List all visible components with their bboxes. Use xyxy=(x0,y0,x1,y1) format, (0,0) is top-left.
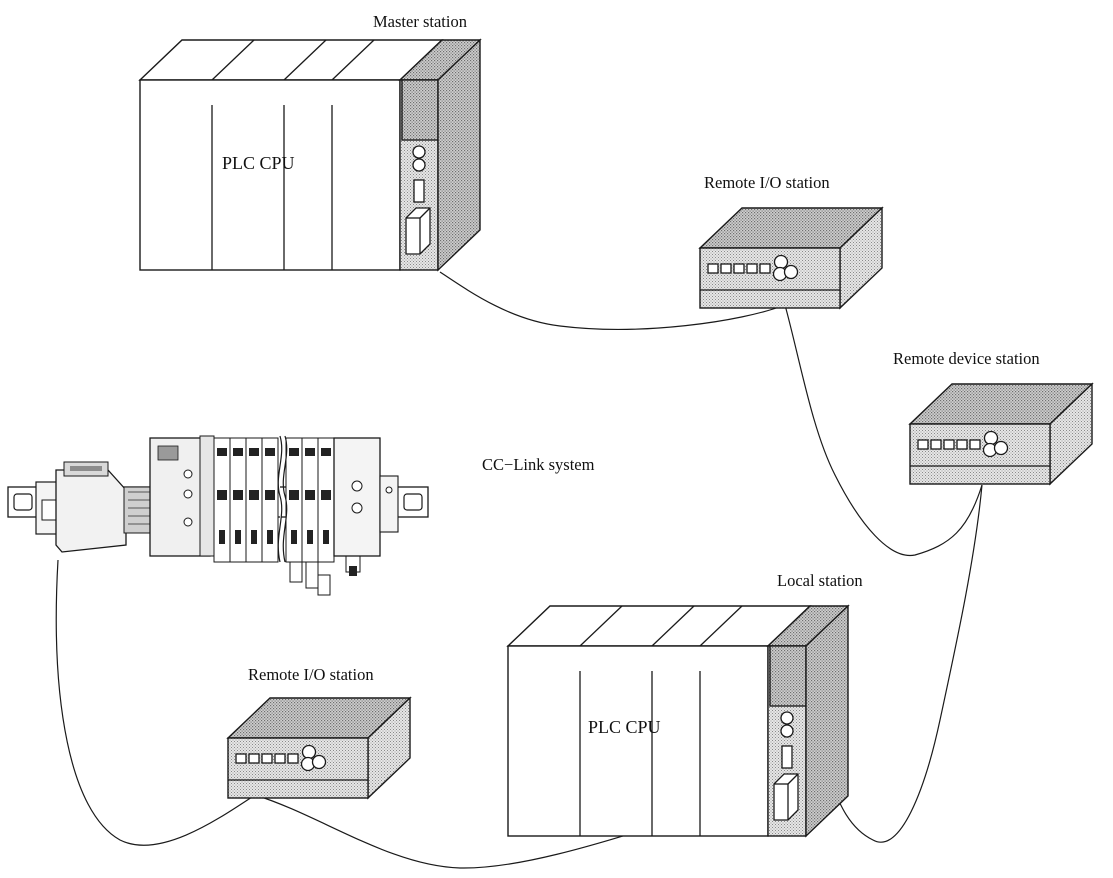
master-cpu-label: PLC CPU xyxy=(222,153,295,173)
cable-remote-device-to-local xyxy=(829,484,983,843)
system-title: CC−Link system xyxy=(482,455,595,474)
local-station xyxy=(507,605,849,837)
remote-io-station-2-label: Remote I/O station xyxy=(248,665,374,684)
cable-remote-io-to-remote-device xyxy=(784,304,983,557)
local-cpu-label: PLC CPU xyxy=(588,717,661,737)
local-station-label: Local station xyxy=(777,571,863,590)
remote-io-station-1-label: Remote I/O station xyxy=(704,173,830,192)
master-station xyxy=(139,39,481,271)
remote-device-station-label: Remote device station xyxy=(893,349,1040,368)
cable-master-to-remote-io xyxy=(439,271,786,330)
device-manifold-illustration xyxy=(7,435,429,596)
remote-device-station xyxy=(909,383,1093,485)
cable-remote-io-2-to-device-manifold xyxy=(55,559,256,846)
master-station-label: Master station xyxy=(373,12,467,31)
remote-io-station-1 xyxy=(699,207,883,309)
remote-io-station-2 xyxy=(227,697,411,799)
